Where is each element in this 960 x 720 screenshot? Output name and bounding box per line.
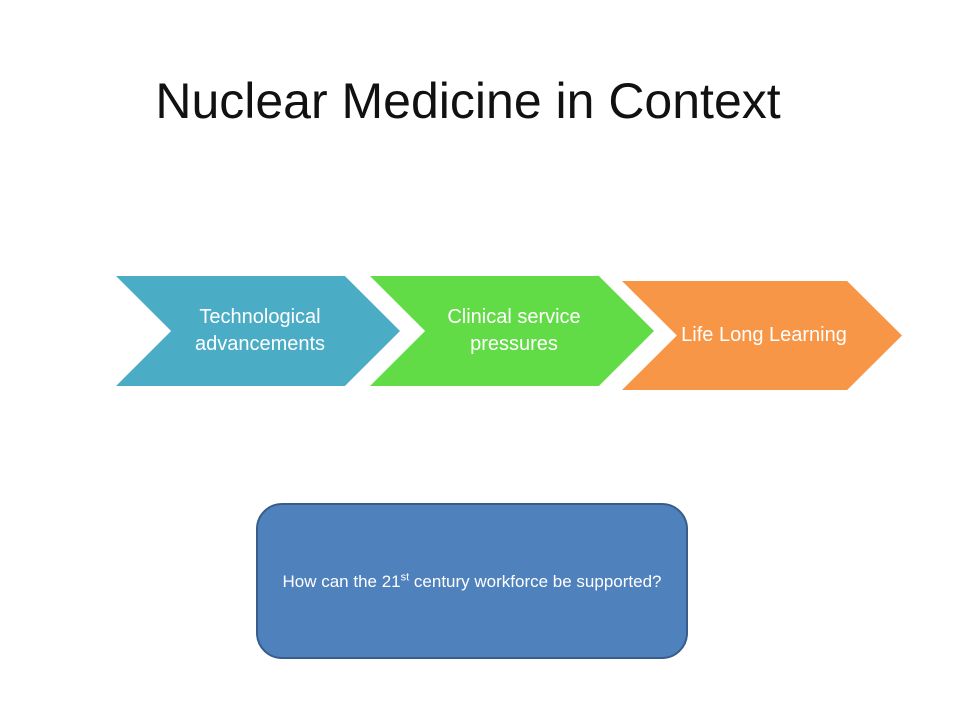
- question-text: How can the 21st century workforce be su…: [282, 567, 661, 596]
- chevron-life-long-learning: Life Long Learning: [622, 281, 902, 390]
- question-text-start: How can the 21: [282, 571, 401, 591]
- ordinal-suffix: st: [400, 570, 410, 583]
- chevron-label: Clinical service pressures: [447, 306, 581, 355]
- question-text-end: century workforce be supported?: [409, 571, 662, 591]
- chevron-label: Technological advancements: [194, 306, 326, 355]
- chevron-clinical-service-pressures: Clinical service pressures: [370, 276, 654, 386]
- chevron-technological-advancements: Technological advancements: [116, 276, 400, 386]
- chevron-label: Life Long Learning: [681, 324, 847, 346]
- slide-title: Nuclear Medicine in Context: [155, 73, 781, 129]
- question-box: How can the 21st century workforce be su…: [256, 503, 688, 659]
